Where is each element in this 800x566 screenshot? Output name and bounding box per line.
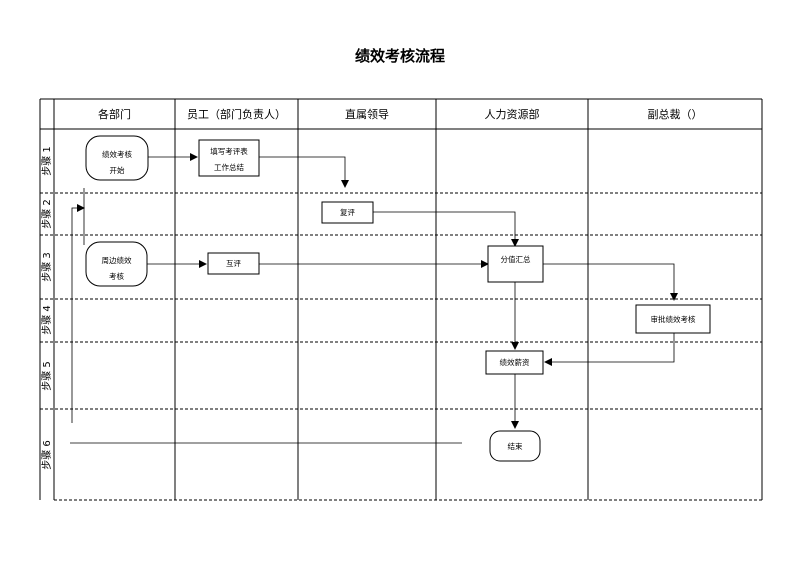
lane-header-employee: 员工（部门负责人） [187, 107, 286, 121]
node-start: 绩效考核 开始 [85, 135, 149, 181]
step-label-4: 步骤 4 [41, 305, 53, 335]
step-label-6: 步骤 6 [41, 440, 53, 470]
node-score-summary: 分值汇总 [487, 245, 544, 283]
node-fill-form: 填写考评表 工作总结 [198, 139, 260, 177]
node-peer-eval-line2: 考核 [109, 271, 124, 281]
node-review-label: 复评 [340, 207, 355, 217]
node-peer-eval: 周边绩效 考核 [85, 241, 148, 287]
node-fill-form-line1: 填写考评表 [210, 146, 248, 156]
lane-header-direct-leader: 直属领导 [345, 107, 389, 121]
step-label-1: 步骤 1 [41, 146, 53, 176]
node-end: 结束 [489, 430, 541, 462]
node-review: 复评 [321, 201, 374, 224]
node-end-label: 结束 [508, 441, 523, 451]
node-mutual-eval: 互评 [207, 252, 260, 275]
node-score-summary-label: 分值汇总 [501, 254, 531, 264]
arrow-fill-form-to-review [259, 156, 349, 188]
lane-header-departments: 各部门 [98, 107, 131, 121]
step-label-2: 步骤 2 [41, 199, 53, 229]
node-approve-label: 审批绩效考核 [651, 314, 696, 324]
lane-headers: 各部门 员工（部门负责人） 直属领导 人力资源部 副总裁（） [98, 107, 703, 121]
node-salary-label: 绩效薪资 [500, 357, 530, 367]
lane-header-hr: 人力资源部 [485, 107, 540, 121]
node-fill-form-line2: 工作总结 [214, 162, 244, 172]
step-label-3: 步骤 3 [41, 252, 53, 282]
node-salary: 绩效薪资 [485, 350, 544, 375]
node-start-line2: 开始 [110, 165, 125, 175]
page-title: 绩效考核流程 [355, 47, 445, 65]
step-label-5: 步骤 5 [41, 361, 53, 391]
arrow-review-to-summary [373, 211, 519, 247]
node-start-line1: 绩效考核 [102, 149, 132, 159]
lane-header-vp: 副总裁（） [648, 107, 703, 121]
node-approve: 审批绩效考核 [635, 304, 711, 334]
node-mutual-eval-label: 互评 [226, 259, 241, 268]
node-peer-eval-line1: 周边绩效 [102, 255, 132, 265]
nodes: 绩效考核 开始 填写考评表 工作总结 复评 周边绩效 考核 互评 分值汇总 审批… [85, 135, 711, 462]
swimlane-grid [39, 98, 763, 501]
arrow-summary-to-approve [543, 263, 678, 301]
arrow-loop-back [71, 204, 85, 423]
step-labels: 步骤 1 步骤 2 步骤 3 步骤 4 步骤 5 步骤 6 [41, 146, 53, 470]
connectors [70, 153, 678, 444]
arrow-approve-to-salary [544, 333, 675, 366]
